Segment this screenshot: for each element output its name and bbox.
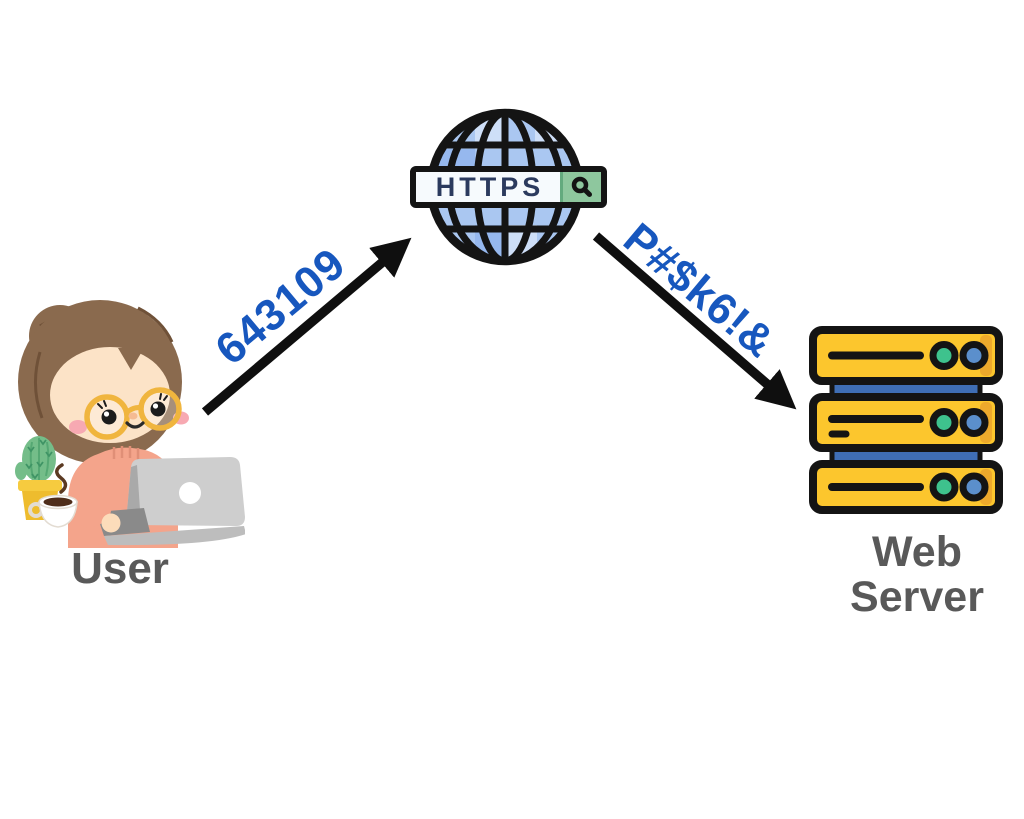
hand <box>101 513 121 533</box>
address-bar: HTTPS <box>410 166 607 208</box>
server-unit-3 <box>809 460 1003 514</box>
web-server-node-label: Web Server <box>850 527 984 621</box>
server-unit-2 <box>809 393 1003 452</box>
search-icon <box>571 176 592 197</box>
mouth <box>125 421 145 429</box>
user-illustration <box>15 300 245 548</box>
search-button <box>560 172 601 202</box>
user-node-label: User <box>71 543 169 593</box>
server-rack-icon <box>809 326 1003 514</box>
https-label: HTTPS <box>435 171 545 202</box>
edge-label-password-encrypted: P#$k6!& <box>614 213 785 368</box>
eyes <box>97 393 168 425</box>
server-unit-1 <box>809 326 1003 385</box>
coffee-cup-icon <box>28 463 78 528</box>
hair-fringe <box>118 348 144 370</box>
